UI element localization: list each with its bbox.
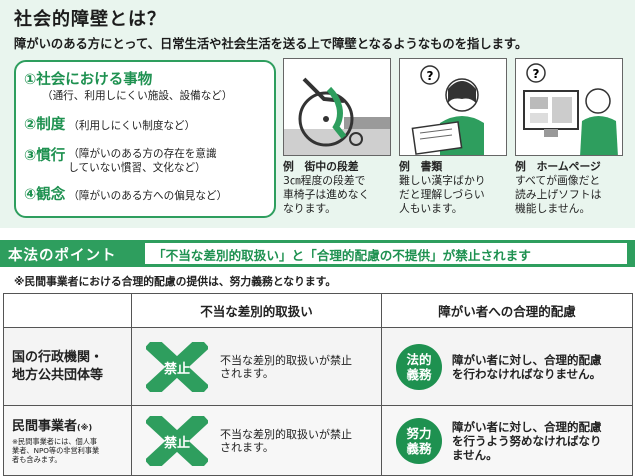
example-line: 車椅子は進めなく <box>283 188 370 201</box>
barrier-name: ①社会における事物 <box>24 72 153 88</box>
svg-text:?: ? <box>533 67 540 81</box>
barrier-name: ④観念 <box>24 187 66 203</box>
barrier-item: ③慣行 （障がいのある方の存在を意識していない慣習、文化など） <box>24 144 266 175</box>
barrier-item: ①社会における事物 （通行、利用しにくい施設、設備など） <box>24 68 266 103</box>
entity-cell: 民間事業者(※) ※民間事業者には、個人事業者、NPO等の非営利事業者も含みます… <box>3 405 132 476</box>
duty-cell: 努力 義務 障がい者に対し、合理的配慮を行うよう努めなければなりません。 <box>381 405 633 476</box>
ban-text: 不当な差別的取扱いが禁止されます。 <box>220 427 352 454</box>
duty-badge: 法的 義務 <box>396 343 442 390</box>
example-line: 人もいます。 <box>399 202 463 215</box>
table-row: 国の行政機関・ 地方公共団体等 禁止 不当な差別的取扱いが禁止されます。 法的 … <box>3 327 633 406</box>
page-title: 社会的障壁とは？ <box>14 9 166 30</box>
barrier-desc: （通行、利用しにくい施設、設備など） <box>42 90 233 102</box>
example-label: 例 書類 <box>399 160 443 173</box>
comparison-table: 不当な差別的取扱い 障がい者への合理的配慮 国の行政機関・ 地方公共団体等 禁止… <box>3 293 633 476</box>
barrier-item: ②制度 （利用しにくい制度など） <box>24 113 266 134</box>
table-header-discrimination: 不当な差別的取扱い <box>131 293 382 328</box>
duty-text: 障がい者に対し、合理的配慮を行うよう努めなければなりません。 <box>452 419 602 462</box>
barrier-name: ②制度 <box>24 117 66 133</box>
example-label: 例 ホームページ <box>515 160 601 173</box>
example-line: だと理解しづらい <box>399 188 485 201</box>
point-band: 本法のポイント 「不当な差別的取扱い」と「合理的配慮の不提供」が禁止されます <box>0 240 635 267</box>
table-header-row: 不当な差別的取扱い 障がい者への合理的配慮 <box>3 293 633 328</box>
example-street: 例 街中の段差 3㎝程度の段差で 車椅子は進めなく なります。 <box>283 58 391 216</box>
document-reading-icon: ? <box>399 58 507 156</box>
barrier-item: ④観念 （障がいのある方への偏見など） <box>24 183 266 204</box>
duty-badge-line: 努力 <box>406 425 432 441</box>
entity-cell: 国の行政機関・ 地方公共団体等 <box>3 327 132 406</box>
ban-x-icon: 禁止 <box>144 335 210 398</box>
example-line: 機能しません。 <box>515 202 591 215</box>
example-line: なります。 <box>283 202 336 215</box>
point-headline: 「不当な差別的取扱い」と「合理的配慮の不提供」が禁止されます <box>145 243 627 264</box>
example-line: 難しい漢字ばかり <box>399 174 486 187</box>
duty-badge: 努力 義務 <box>396 417 442 464</box>
ban-x-icon: 禁止 <box>144 409 210 472</box>
duty-badge-line: 義務 <box>406 440 432 456</box>
example-line: 読み上げソフトは <box>515 188 602 201</box>
entity-name-text: 民間事業者 <box>12 418 78 434</box>
ban-badge: 禁止 <box>163 361 190 377</box>
example-label: 例 街中の段差 <box>283 160 359 173</box>
wheelchair-icon <box>283 58 391 156</box>
barrier-desc: （利用しにくい制度など） <box>68 120 196 132</box>
ban-cell: 禁止 不当な差別的取扱いが禁止されます。 <box>131 327 382 406</box>
barrier-name: ③慣行 <box>24 148 66 164</box>
page-subtitle: 障がいのある方にとって、日常生活や社会生活を送る上で障壁となるようなものを指しま… <box>14 37 528 51</box>
svg-text:?: ? <box>427 69 434 83</box>
entity-note: ※民間事業者には、個人事業者、NPO等の非営利事業者も含みます。 <box>12 436 100 464</box>
barrier-desc: （障がいのある方への偏見など） <box>68 190 228 202</box>
duty-badge-line: 法的 <box>406 351 432 367</box>
example-homepage: ? 例 ホームページ すべてが画像だと 読み上げソフトは 機能しません。 <box>515 58 623 216</box>
example-line: すべてが画像だと <box>515 174 601 187</box>
ban-cell: 禁止 不当な差別的取扱いが禁止されます。 <box>131 405 382 476</box>
table-header-accommodation: 障がい者への合理的配慮 <box>381 293 633 328</box>
computer-icon: ? <box>515 58 623 156</box>
table-row: 民間事業者(※) ※民間事業者には、個人事業者、NPO等の非営利事業者も含みます… <box>3 405 633 476</box>
ban-text: 不当な差別的取扱いが禁止されます。 <box>220 353 352 380</box>
barrier-desc: （障がいのある方の存在を意識していない慣習、文化など） <box>68 148 217 174</box>
duty-badge-line: 義務 <box>406 366 432 382</box>
barrier-list: ①社会における事物 （通行、利用しにくい施設、設備など） ②制度 （利用しにくい… <box>14 60 276 218</box>
duty-cell: 法的 義務 障がい者に対し、合理的配慮を行わなければなりません。 <box>381 327 633 406</box>
entity-name: 地方公共団体等 <box>12 367 104 383</box>
table-header-empty <box>3 293 132 328</box>
note-text: ※民間事業者における合理的配慮の提供は、努力義務となります。 <box>14 275 337 288</box>
example-line: 3㎝程度の段差で <box>283 174 366 187</box>
entity-name: 民間事業者(※) <box>12 418 131 437</box>
entity-name: 国の行政機関・ <box>12 349 104 365</box>
point-label: 本法のポイント <box>8 248 117 264</box>
example-document: ? 例 書類 難しい漢字ばかり だと理解しづらい 人もいます。 <box>399 58 507 216</box>
entity-mark: (※) <box>77 422 93 432</box>
duty-text: 障がい者に対し、合理的配慮を行わなければなりません。 <box>452 352 602 381</box>
ban-badge: 禁止 <box>163 435 190 451</box>
